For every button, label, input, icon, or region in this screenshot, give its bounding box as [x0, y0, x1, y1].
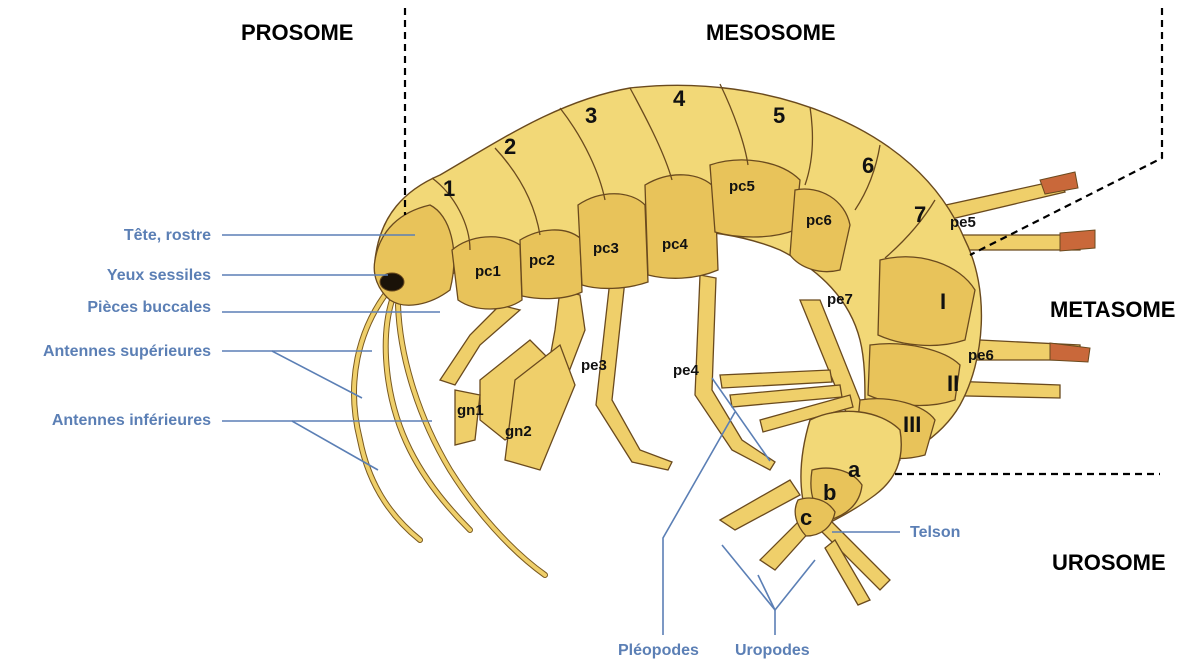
pereopod-label: pe3 [581, 357, 607, 374]
label-head-rostrum: Tête, rostre [124, 227, 211, 244]
segment-label: 6 [862, 153, 874, 178]
label-lower-antennae: Antennes inférieures [52, 412, 211, 429]
metasome-segment-label: III [903, 412, 921, 437]
pereopod-label: pe4 [673, 362, 700, 379]
gnathopod-label: gn2 [505, 423, 532, 440]
coxal-plate-label: pc1 [475, 263, 501, 280]
region-prosome: PROSOME [241, 20, 353, 45]
segment-label: 2 [504, 134, 516, 159]
coxal-plate-label: pc6 [806, 212, 832, 229]
segment-label: 7 [914, 202, 926, 227]
label-upper-antennae: Antennes supérieures [43, 343, 211, 360]
label-uropods: Uropodes [735, 642, 810, 659]
amphipod-illustration [354, 84, 1095, 605]
pereopod-label: pe7 [827, 291, 853, 308]
metasome-segment-label: II [947, 371, 959, 396]
pereopod-label: pe5 [950, 214, 976, 231]
label-telson: Telson [910, 524, 960, 541]
label-pleopods: Pléopodes [618, 642, 699, 659]
coxal-plate-label: pc2 [529, 252, 555, 269]
pereopod-label: pe6 [968, 347, 994, 364]
segment-label: 4 [673, 86, 686, 111]
uropods-leader-3 [775, 560, 815, 610]
urosome-segment-label: b [823, 480, 836, 505]
body [374, 84, 981, 536]
region-urosome: UROSOME [1052, 550, 1166, 575]
coxal-plate-label: pc3 [593, 240, 619, 257]
urosome-segment-label: a [848, 457, 861, 482]
region-metasome: METASOME [1050, 297, 1175, 322]
label-sessile-eyes: Yeux sessiles [107, 267, 211, 284]
divider-mesosome-metasome [970, 8, 1162, 255]
segment-label: 5 [773, 103, 785, 128]
coxal-plate-label: pc4 [662, 236, 689, 253]
gnathopod-label: gn1 [457, 402, 484, 419]
region-mesosome: MESOSOME [706, 20, 836, 45]
segment-label: 3 [585, 103, 597, 128]
label-mouthparts: Pièces buccales [87, 299, 211, 316]
upper-antennae-leader [222, 351, 362, 398]
urosome-segment-label: c [800, 505, 812, 530]
metasome-segment-label: I [940, 289, 946, 314]
segment-label: 1 [443, 176, 455, 201]
coxal-plate-label: pc5 [729, 178, 755, 195]
